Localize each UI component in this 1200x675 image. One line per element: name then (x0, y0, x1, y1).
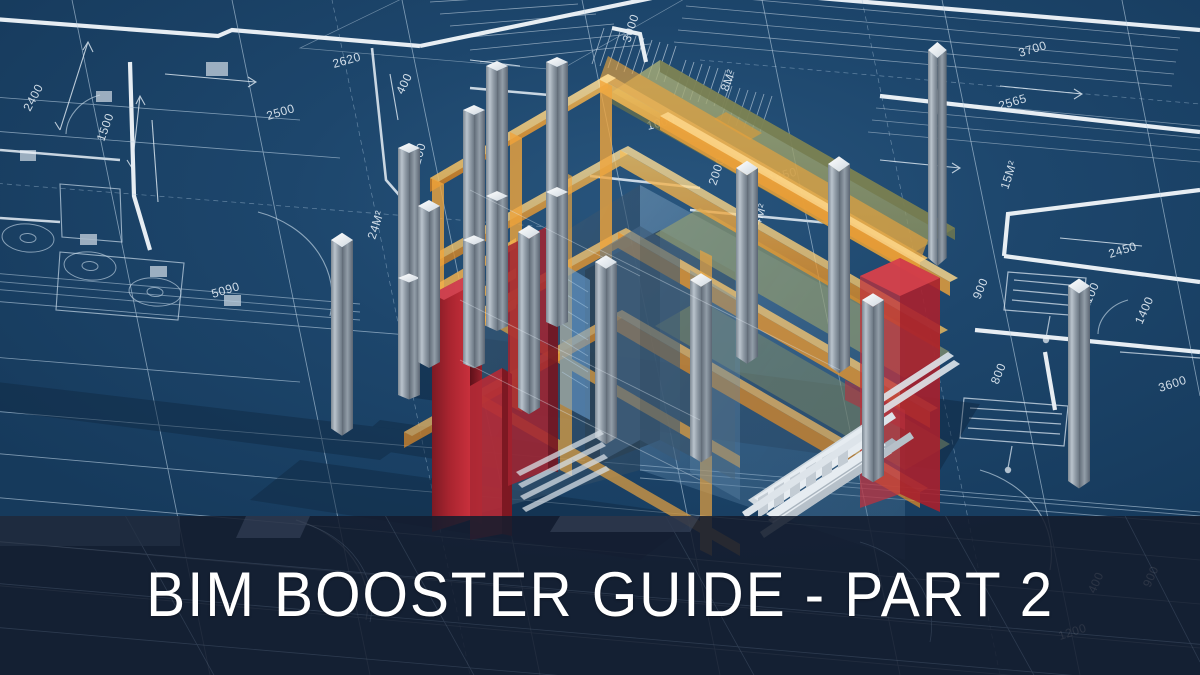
banner-title: BIM BOOSTER GUIDE - PART 2 (146, 560, 1054, 630)
model-louvres (516, 430, 610, 512)
title-band: BIM BOOSTER GUIDE - PART 2 (0, 516, 1200, 675)
model-reference-lines (459, 189, 841, 481)
title-band-blueprint-lines (0, 516, 1200, 675)
